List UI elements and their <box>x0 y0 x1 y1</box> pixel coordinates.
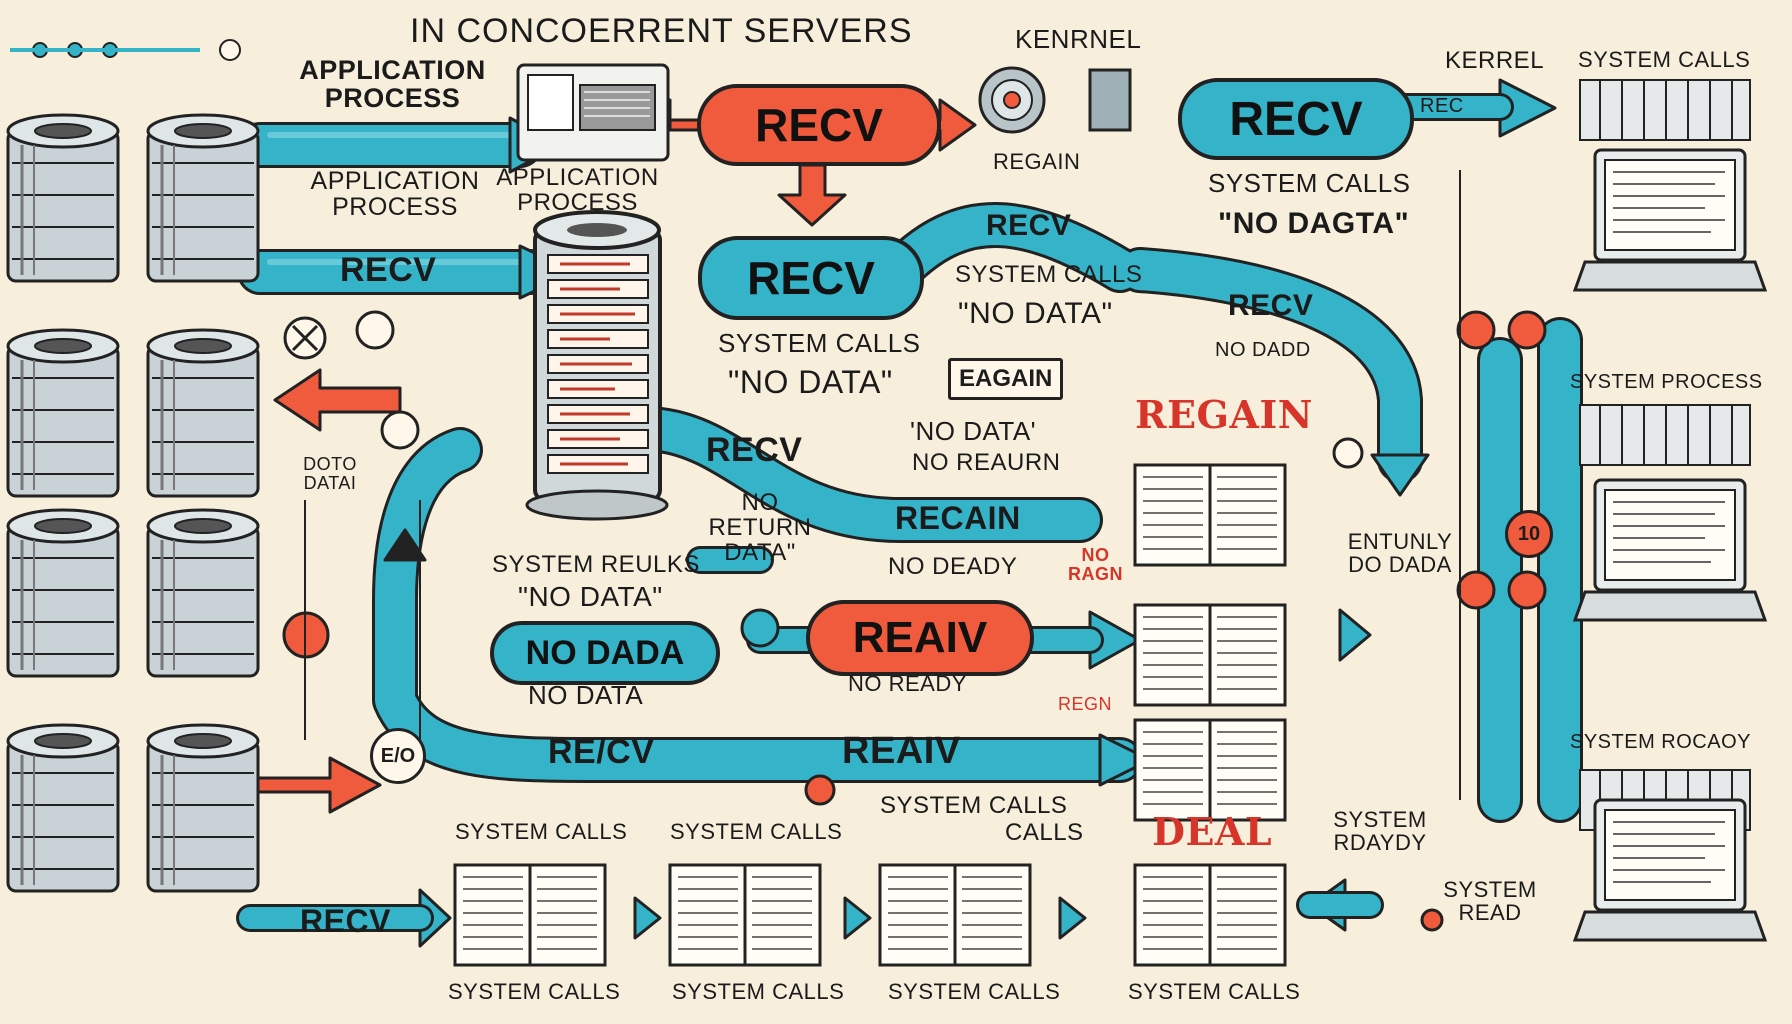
label-system-rdaydy: SYSTEM RDAYDY <box>1333 807 1427 856</box>
label-system-read: SYSTEM READ <box>1443 877 1537 926</box>
label-no-return-data: NO RETURN DATA" <box>708 489 812 567</box>
label-system-calls-bottom-3: SYSTEM CALLS <box>888 979 1061 1004</box>
recv-loop-label: RECV <box>1228 289 1314 322</box>
label-doto-data: DOTO DATAI <box>303 454 357 493</box>
label-no-data-reulks: "NO DATA" <box>518 581 663 612</box>
label-no-data-mid: "NO DATA" <box>958 297 1113 330</box>
recv-kernel-pill: RECV <box>1178 78 1414 160</box>
label-system-reulks: SYSTEM REULKS <box>492 551 700 578</box>
label-regn: REGN <box>1058 694 1113 714</box>
label-entunly: ENTUNLY DO DADA <box>1347 529 1453 578</box>
eo-label: E/O <box>380 744 416 767</box>
label-system-calls-top: SYSTEM CALLS <box>1578 47 1751 72</box>
label-system-calls-bottom-1: SYSTEM CALLS <box>448 979 621 1004</box>
label-application-process-2: APPLICATION PROCESS <box>310 167 480 222</box>
recv-teal-right-label: RECV <box>986 209 1072 242</box>
label-system-rocaoy: SYSTEM ROCAOY <box>1570 731 1751 753</box>
re-cv-label: RE/CV <box>548 733 655 771</box>
label-system-calls-kernel: SYSTEM CALLS <box>1208 168 1411 198</box>
eo-node: E/O <box>370 728 426 784</box>
label-no-ragn: NO RAGN <box>1068 545 1123 584</box>
node-10: 10 <box>1505 510 1553 558</box>
label-system-calls-left: SYSTEM CALLS <box>718 328 921 358</box>
label-system-calls-b1: SYSTEM CALLS <box>455 819 628 844</box>
label-system-process: SYSTEM PROCESS <box>1570 371 1763 393</box>
label-no-data-quoted: 'NO DATA' <box>910 416 1037 446</box>
label-regain-top: REGAIN <box>993 149 1081 174</box>
no-dada-pill: NO DADA <box>490 621 720 685</box>
label-no-reaurn: NO REAURN <box>912 449 1061 476</box>
label-application-process-3: APPLICATION PROCESS <box>496 164 659 217</box>
label-system-calls-bottom-2: SYSTEM CALLS <box>672 979 845 1004</box>
label-no-data-left: "NO DATA" <box>728 364 893 400</box>
reaiv-pill: REAIV <box>806 600 1034 676</box>
recain-label: RECAIN <box>895 500 1021 536</box>
node-10-label: 10 <box>1517 522 1541 545</box>
label-kenrnel: KENRNEL <box>1015 24 1142 54</box>
label-no-ready: NO READY <box>848 671 967 696</box>
label-system-calls-mid: SYSTEM CALLS <box>955 261 1143 288</box>
eagain-box: EAGAIN <box>948 358 1064 400</box>
recv-left-label: RECV <box>340 251 437 289</box>
label-application-process-1: APPLICATION PROCESS <box>299 55 486 114</box>
label-no-deady: NO DEADY <box>888 553 1018 580</box>
label-no-data-kernel: "NO DAGTA" <box>1218 207 1410 240</box>
recv-loop-label-2: RECV <box>706 431 803 469</box>
label-system-calls-bottom-4: SYSTEM CALLS <box>1128 979 1301 1004</box>
label-no-dadd: NO DADD <box>1215 339 1311 361</box>
label-no-data-lower: NO DATA <box>528 680 644 710</box>
recv-bottom-label: RECV <box>300 903 391 939</box>
label-regain-red: REGAIN <box>1135 392 1313 437</box>
label-system-calls-b3: SYSTEM CALLS <box>880 792 1068 819</box>
label-kerrel: KERREL <box>1445 47 1545 74</box>
recv-mid-pill: RECV <box>698 236 924 320</box>
reaiv-lower-label: REAIV <box>842 730 961 772</box>
label-system-calls-b2: SYSTEM CALLS <box>670 819 843 844</box>
diagram-title: IN CONCOERRENT SERVERS <box>410 12 913 50</box>
label-deal: DEAL <box>1152 809 1273 854</box>
label-rec-arrow: REC <box>1420 95 1464 117</box>
recv-top-pill: RECV <box>697 84 941 166</box>
label-calls-b3: CALLS <box>1005 819 1084 846</box>
